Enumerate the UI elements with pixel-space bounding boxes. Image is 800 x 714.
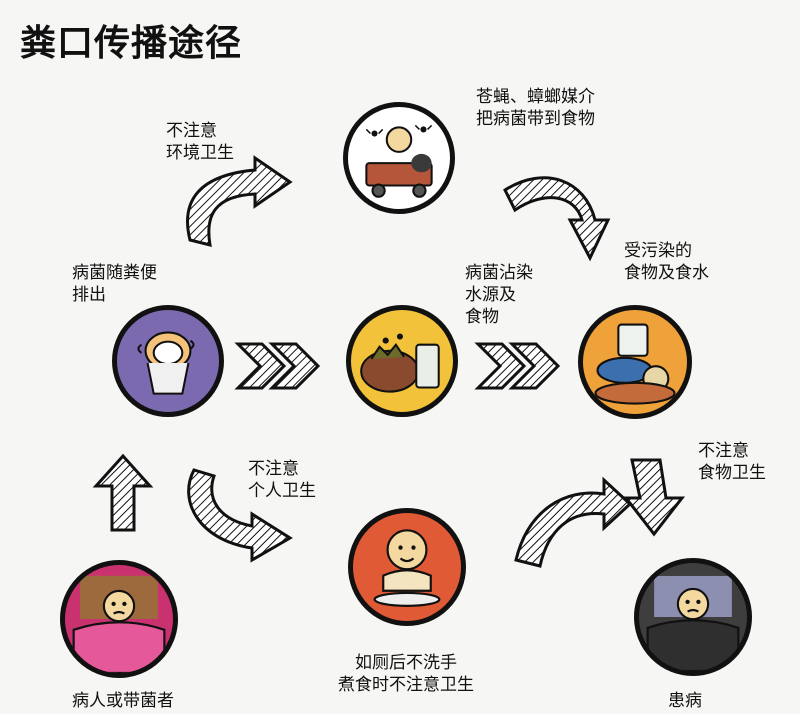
arrow-food-hygiene bbox=[622, 458, 686, 537]
toilet-icon bbox=[112, 305, 224, 417]
arrow-flies bbox=[503, 176, 611, 262]
arrow-middle-left bbox=[234, 342, 321, 390]
label-personal-hygiene: 不注意 个人卫生 bbox=[248, 459, 316, 501]
patient-icon bbox=[634, 558, 752, 676]
arrow-bottom-right bbox=[514, 476, 633, 568]
label-carrier: 病人或带菌者 bbox=[72, 691, 174, 711]
arrow-middle-right bbox=[474, 342, 561, 390]
label-patient: 患病 bbox=[668, 691, 702, 711]
eating-person-icon bbox=[348, 508, 466, 626]
fly-cart-icon bbox=[343, 102, 455, 214]
contaminated-food-icon bbox=[578, 305, 692, 419]
label-toilet: 如厕后不洗手 煮食时不注意卫生 bbox=[338, 653, 474, 695]
food-water-icon bbox=[346, 305, 458, 417]
label-water-food: 病菌沾染 水源及 食物 bbox=[465, 263, 533, 327]
label-flies: 苍蝇、蟑螂媒介 把病菌带到食物 bbox=[476, 87, 595, 129]
label-env-hygiene: 不注意 环境卫生 bbox=[166, 121, 234, 163]
label-excreted: 病菌随粪便 排出 bbox=[72, 263, 157, 305]
label-food-hygiene: 不注意 食物卫生 bbox=[698, 441, 766, 483]
arrow-env bbox=[186, 155, 293, 248]
arrow-personal bbox=[187, 468, 293, 563]
arrow-up-left bbox=[92, 453, 154, 532]
page-title: 粪口传播途径 bbox=[20, 23, 243, 64]
label-contaminated: 受污染的 食物及食水 bbox=[624, 241, 709, 283]
sick-person-icon bbox=[60, 560, 178, 678]
